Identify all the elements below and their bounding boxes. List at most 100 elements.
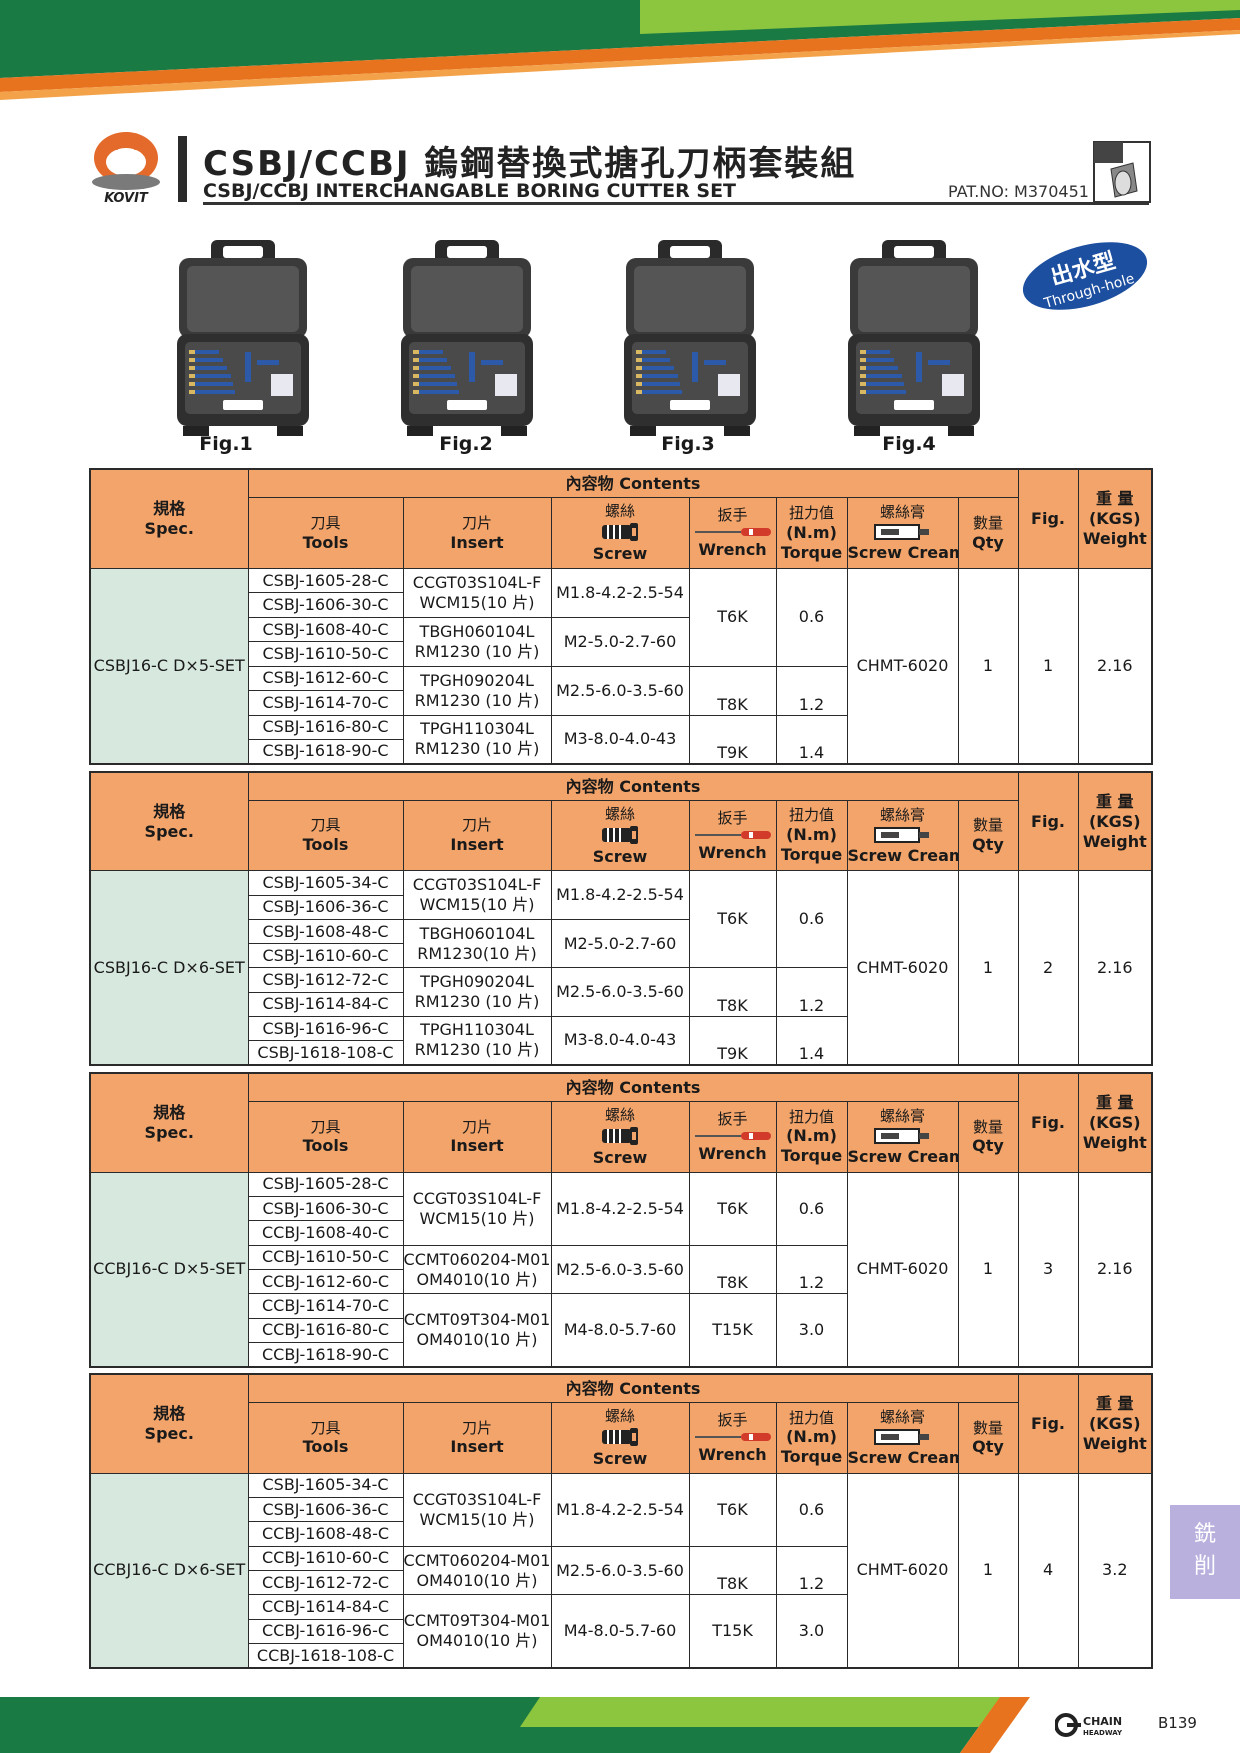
weight-cell: 2.16 bbox=[1077, 870, 1153, 1066]
torque-header-en: Torque bbox=[780, 1447, 843, 1467]
wrench-cell: T8K bbox=[688, 665, 777, 716]
screw-header-en: Screw bbox=[592, 846, 648, 866]
insert-code: TBGH060104L bbox=[419, 621, 535, 641]
torque-header-cell: 扭力值(N.m)Torque bbox=[775, 1101, 848, 1173]
screw-cell: M4-8.0-5.7-60 bbox=[550, 1594, 690, 1669]
insert-header-cn: 刀片 bbox=[461, 1418, 492, 1437]
fig-cell: 1 bbox=[1017, 568, 1079, 765]
torque-cell: 0.6 bbox=[775, 1171, 848, 1246]
cream-header-cn: 螺絲膏 bbox=[879, 1408, 925, 1427]
wrench-code: T6K bbox=[717, 1198, 748, 1218]
weight-header-cn: 重 量 bbox=[1095, 791, 1134, 811]
milling-section-tab[interactable]: 銑 削 bbox=[1170, 1505, 1240, 1599]
tool-cell: CSBJ-1612-60-C bbox=[247, 665, 404, 692]
insert-code: TPGH090204L bbox=[420, 972, 534, 992]
qty-header-cn: 數量 bbox=[973, 513, 1004, 532]
screw-icon bbox=[602, 1126, 638, 1145]
screw-header-cn: 螺絲 bbox=[604, 1407, 635, 1426]
weight-header-en: Weight bbox=[1082, 1433, 1147, 1453]
torque-value: 0.6 bbox=[798, 1499, 825, 1519]
screw-cell: M2.5-6.0-3.5-60 bbox=[550, 1545, 690, 1596]
wrench-cell: T6K bbox=[688, 870, 777, 969]
wrench-code: T6K bbox=[717, 607, 748, 627]
cream-cell: CHMT-6020 bbox=[846, 1472, 959, 1669]
qty-value: 1 bbox=[982, 957, 994, 977]
cream-cell: CHMT-6020 bbox=[846, 870, 959, 1066]
spec-header-en: Spec. bbox=[144, 821, 194, 841]
fig-value: 3 bbox=[1042, 1259, 1054, 1279]
torque-value: 0.6 bbox=[798, 607, 825, 627]
torque-cell: 0.6 bbox=[775, 1472, 848, 1547]
weight-header-unit: (KGS) bbox=[1088, 1413, 1141, 1433]
brand-logo-icon: KOVIT bbox=[92, 132, 160, 206]
insert-pack: RM1230 (10 片) bbox=[414, 739, 540, 759]
svg-text:HEADWAY: HEADWAY bbox=[1083, 1729, 1123, 1737]
screw-header-cell: 螺絲 Screw bbox=[550, 800, 690, 872]
weight-header-cn: 重 量 bbox=[1095, 1393, 1134, 1413]
tool-code: CSBJ-1614-84-C bbox=[262, 994, 389, 1014]
fig-header-cell: Fig. bbox=[1017, 468, 1079, 570]
fig-cell: 3 bbox=[1017, 1171, 1079, 1368]
wrench-code: T9K bbox=[717, 1044, 748, 1063]
tool-code: CCBJ-1616-80-C bbox=[261, 1320, 390, 1340]
qty-header-cn: 數量 bbox=[973, 816, 1004, 835]
tool-cell: CCBJ-1614-70-C bbox=[247, 1293, 404, 1319]
insert-header-cn: 刀片 bbox=[461, 1117, 492, 1136]
fig-header: Fig. bbox=[1031, 811, 1065, 831]
torque-header-en: Torque bbox=[780, 845, 843, 865]
weight-value: 2.16 bbox=[1096, 957, 1133, 977]
tool-cell: CSBJ-1618-90-C bbox=[247, 738, 404, 765]
side-tab-char-2: 削 bbox=[1193, 1554, 1216, 1579]
wrench-cell: T9K bbox=[688, 714, 777, 765]
fig-label-3: Fig.3 bbox=[661, 433, 715, 455]
torque-header-unit: (N.m) bbox=[786, 1126, 837, 1146]
patent-number: PAT.NO: M370451 bbox=[948, 182, 1089, 201]
screw-code: M1.8-4.2-2.5-54 bbox=[556, 582, 684, 602]
cream-code: CHMT-6020 bbox=[856, 656, 949, 675]
wrench-code: T8K bbox=[717, 694, 748, 714]
svg-text:KOVIT: KOVIT bbox=[104, 191, 149, 206]
insert-code: CCGT03S104L-F bbox=[412, 1489, 542, 1509]
weight-header-cell: 重 量(KGS)Weight bbox=[1077, 771, 1153, 872]
insert-pack: OM4010(10 片) bbox=[416, 1631, 538, 1651]
insert-code: CCMT060204-M01 bbox=[403, 1550, 551, 1570]
weight-cell: 3.2 bbox=[1077, 1472, 1153, 1669]
through-hole-badge: 出水型 Through-hole bbox=[1022, 242, 1148, 312]
tool-code: CSBJ-1605-34-C bbox=[262, 872, 389, 892]
tool-cell: CSBJ-1608-40-C bbox=[247, 616, 404, 643]
torque-value: 0.6 bbox=[798, 909, 825, 929]
torque-cell: 0.6 bbox=[775, 568, 848, 667]
spec-cell: CSBJ16-C D×6-SET bbox=[89, 870, 249, 1066]
header-divider bbox=[203, 202, 1149, 205]
tools-header-cn: 刀具 bbox=[310, 816, 341, 835]
tool-code: CSBJ-1614-70-C bbox=[262, 692, 389, 712]
fig-value: 2 bbox=[1042, 957, 1054, 977]
qty-value: 1 bbox=[982, 1259, 994, 1279]
weight-header-unit: (KGS) bbox=[1088, 1112, 1141, 1132]
screw-cell: M2.5-6.0-3.5-60 bbox=[550, 967, 690, 1017]
wrench-cell: T6K bbox=[688, 1472, 777, 1547]
screw-code: M2.5-6.0-3.5-60 bbox=[556, 982, 684, 1002]
wrench-code: T8K bbox=[717, 1574, 748, 1594]
tool-cell: CSBJ-1605-34-C bbox=[247, 870, 404, 896]
screw-header-cn: 螺絲 bbox=[604, 804, 635, 823]
fig-label-2: Fig.2 bbox=[439, 433, 493, 455]
insert-code: CCMT060204-M01 bbox=[403, 1249, 551, 1269]
screw-icon bbox=[602, 1427, 638, 1446]
fig-header: Fig. bbox=[1031, 1112, 1065, 1132]
cream-cell: CHMT-6020 bbox=[846, 1171, 959, 1368]
wrench-header-en: Wrench bbox=[698, 1444, 767, 1464]
wrench-icon bbox=[694, 1432, 771, 1441]
